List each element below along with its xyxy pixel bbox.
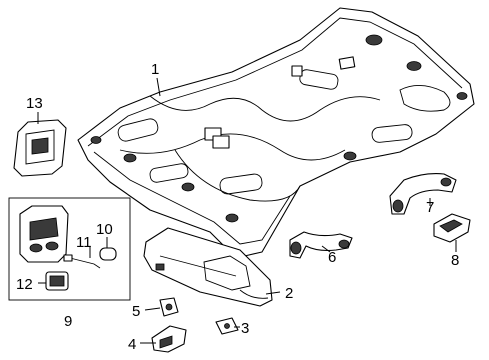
callout-4: 4: [128, 336, 136, 353]
console-group-box-part-9: [8, 197, 131, 301]
callout-8: 8: [451, 252, 459, 269]
callout-6: 6: [328, 249, 336, 266]
callout-1: 1: [151, 61, 159, 78]
callout-10: 10: [96, 221, 113, 238]
grab-handle-part-6: [289, 231, 353, 259]
sun-visor-part-2: [143, 227, 273, 307]
bezel-part-13: [13, 119, 67, 177]
callout-3: 3: [241, 320, 249, 337]
bracket-part-4: [151, 325, 187, 353]
callout-11: 11: [76, 234, 92, 251]
leader-lines: [37, 77, 457, 344]
lamp-part-8: [433, 213, 471, 243]
holder-part-5: [159, 297, 179, 317]
callout-13: 13: [26, 95, 43, 112]
callout-2: 2: [285, 285, 293, 302]
callout-9: 9: [64, 313, 72, 330]
grab-handle-part-7: [389, 173, 457, 215]
headliner: [77, 7, 475, 259]
clip-part-3: [215, 317, 239, 335]
callout-5: 5: [132, 303, 140, 320]
callout-7: 7: [426, 199, 434, 216]
callout-12: 12: [16, 276, 33, 293]
